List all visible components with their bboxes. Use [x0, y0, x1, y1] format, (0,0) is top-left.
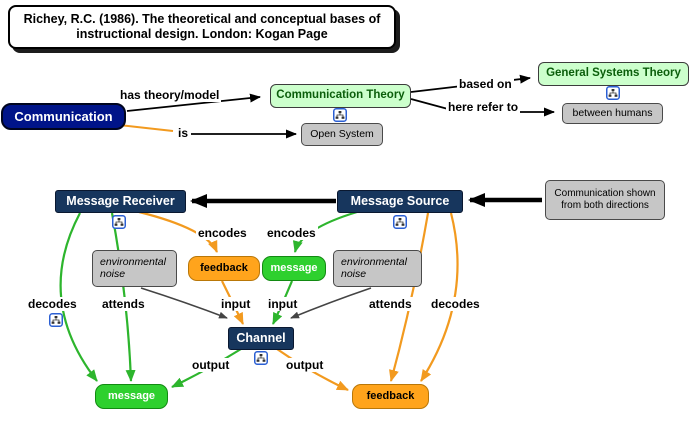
link-label-decodes-right[interactable]: decodes: [429, 297, 482, 311]
node-communication-theory[interactable]: Communication Theory: [270, 84, 411, 108]
node-channel[interactable]: Channel: [228, 327, 294, 350]
link-label-attends-left[interactable]: attends: [100, 297, 147, 311]
node-environmental-noise-left[interactable]: environmental noise: [92, 250, 177, 287]
link-label-input-left[interactable]: input: [219, 297, 253, 311]
link-label-decodes-left[interactable]: decodes: [26, 297, 79, 311]
node-general-systems-theory[interactable]: General Systems Theory: [538, 62, 689, 86]
link-label-output-left[interactable]: output: [190, 358, 232, 372]
cmap-resource-icon-general-systems-theory[interactable]: [606, 86, 620, 100]
link-label-attends-right[interactable]: attends: [367, 297, 414, 311]
link-label-output-right[interactable]: output: [284, 358, 326, 372]
link-label-input-right[interactable]: input: [266, 297, 300, 311]
link-label-here-refer-to[interactable]: here refer to: [446, 100, 521, 114]
node-message-receiver[interactable]: Message Receiver: [55, 190, 186, 213]
link-label-encodes-left[interactable]: encodes: [196, 226, 249, 240]
node-environmental-noise-right[interactable]: environmental noise: [333, 250, 422, 287]
node-feedback-top[interactable]: feedback: [188, 256, 260, 281]
node-open-system[interactable]: Open System: [301, 123, 383, 146]
node-message-source[interactable]: Message Source: [337, 190, 463, 213]
node-feedback-bottom[interactable]: feedback: [352, 384, 429, 409]
edge-noise-right-input: [290, 287, 372, 319]
node-message-top[interactable]: message: [262, 256, 326, 281]
node-communication[interactable]: Communication: [1, 103, 126, 130]
cmap-resource-icon-communication-theory[interactable]: [333, 108, 347, 122]
link-label-is[interactable]: is: [176, 126, 191, 140]
link-label-encodes-right[interactable]: encodes: [265, 226, 318, 240]
node-between-humans[interactable]: between humans: [562, 103, 663, 124]
cmap-resource-icon-decodes[interactable]: [49, 313, 63, 327]
citation-box[interactable]: Richey, R.C. (1986). The theoretical and…: [8, 5, 396, 49]
node-direction-note[interactable]: Communication shown from both directions: [545, 180, 665, 220]
edge-noise-left-input: [140, 287, 228, 319]
link-label-based-on[interactable]: based on: [457, 77, 514, 91]
cmap-resource-icon-message-source[interactable]: [393, 215, 407, 229]
node-message-bottom[interactable]: message: [95, 384, 168, 409]
cmap-resource-icon-message-receiver[interactable]: [112, 215, 126, 229]
cmap-resource-icon-channel[interactable]: [254, 351, 268, 365]
link-label-has-theory-model[interactable]: has theory/model: [118, 88, 222, 102]
